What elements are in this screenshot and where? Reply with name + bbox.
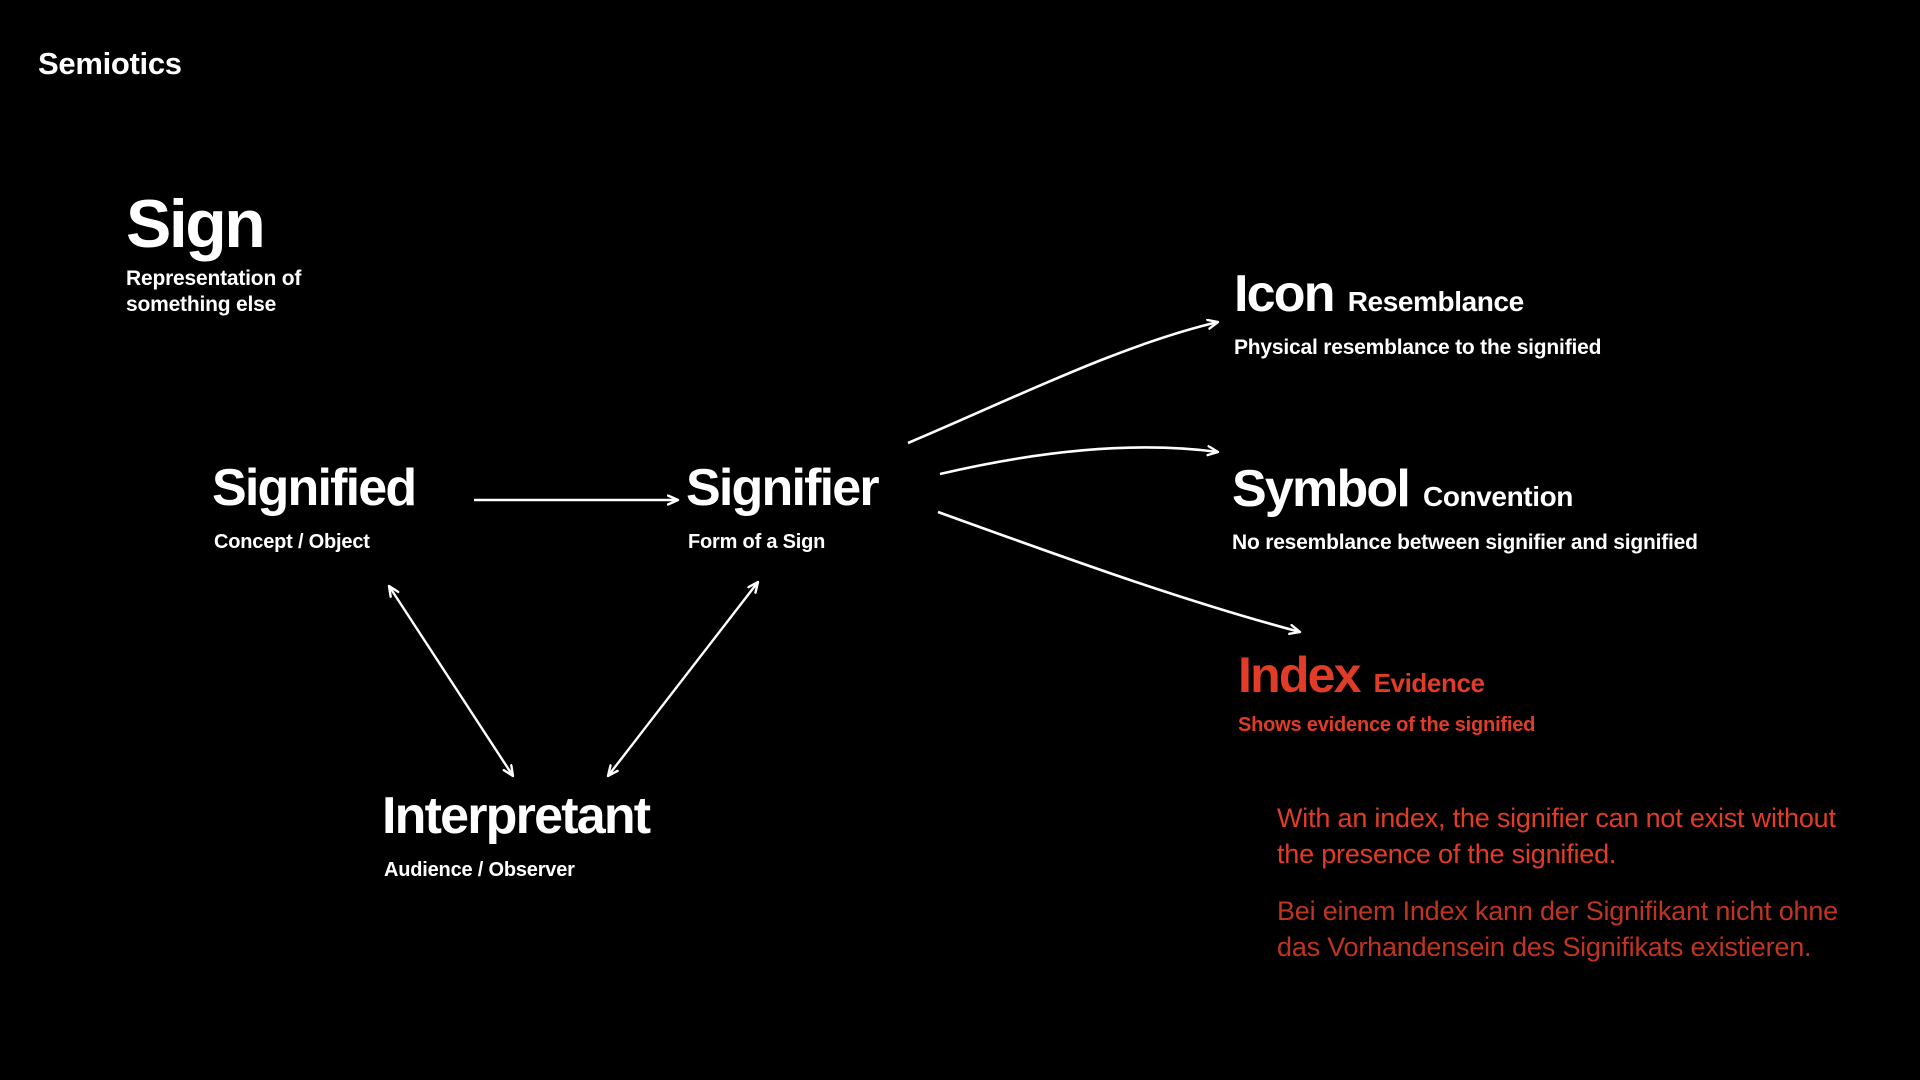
index-note-english: With an index, the signifier can not exi… [1277,803,1836,870]
arrow-signifier-to-icon [907,322,1218,445]
node-signifier-title: Signifier [686,459,880,517]
branch-symbol-description: No resemblance between signifier and sig… [1232,531,1698,554]
node-interpretant: Interpretant Audience / Observer [382,787,651,882]
branch-index-kind: Evidence [1373,668,1485,698]
branch-symbol-kind: Convention [1423,481,1574,512]
node-signified-title: Signified [212,459,417,517]
branch-index-heading: Index Evidence [1238,650,1535,700]
branch-icon-description: Physical resemblance to the signified [1234,336,1602,359]
branch-symbol-name: Symbol [1232,460,1411,518]
node-signified-subtitle: Concept / Object [214,531,370,553]
node-sign-title: Sign [126,186,266,262]
index-note-german: Bei einem Index kann der Signifikant nic… [1277,896,1838,963]
branch-index-name: Index [1238,647,1361,703]
branch-icon-heading: Icon Resemblance [1234,268,1601,320]
node-signifier: Signifier Form of a Sign [686,459,880,554]
branch-index: Index Evidence Shows evidence of the sig… [1238,650,1535,737]
node-signifier-subtitle: Form of a Sign [688,531,826,553]
branch-symbol: Symbol Convention No resemblance between… [1232,463,1698,555]
arrow-signifier-to-symbol [939,447,1218,476]
branch-icon: Icon Resemblance Physical resemblance to… [1234,268,1601,360]
node-interpretant-subtitle: Audience / Observer [384,859,575,881]
node-interpretant-title: Interpretant [382,787,651,845]
page-title: Semiotics [38,46,182,81]
branch-symbol-heading: Symbol Convention [1232,463,1698,515]
branch-icon-kind: Resemblance [1347,286,1525,317]
arrow-signified-interpretant [389,586,513,776]
node-signified: Signified Concept / Object [212,459,417,554]
node-sign-subtitle: Representation of something else [126,267,302,316]
branch-icon-name: Icon [1234,265,1335,323]
arrow-interpretant-signifier [608,582,758,776]
node-sign: Sign Representation of something else [126,190,301,317]
branch-index-description: Shows evidence of the signified [1238,714,1536,736]
